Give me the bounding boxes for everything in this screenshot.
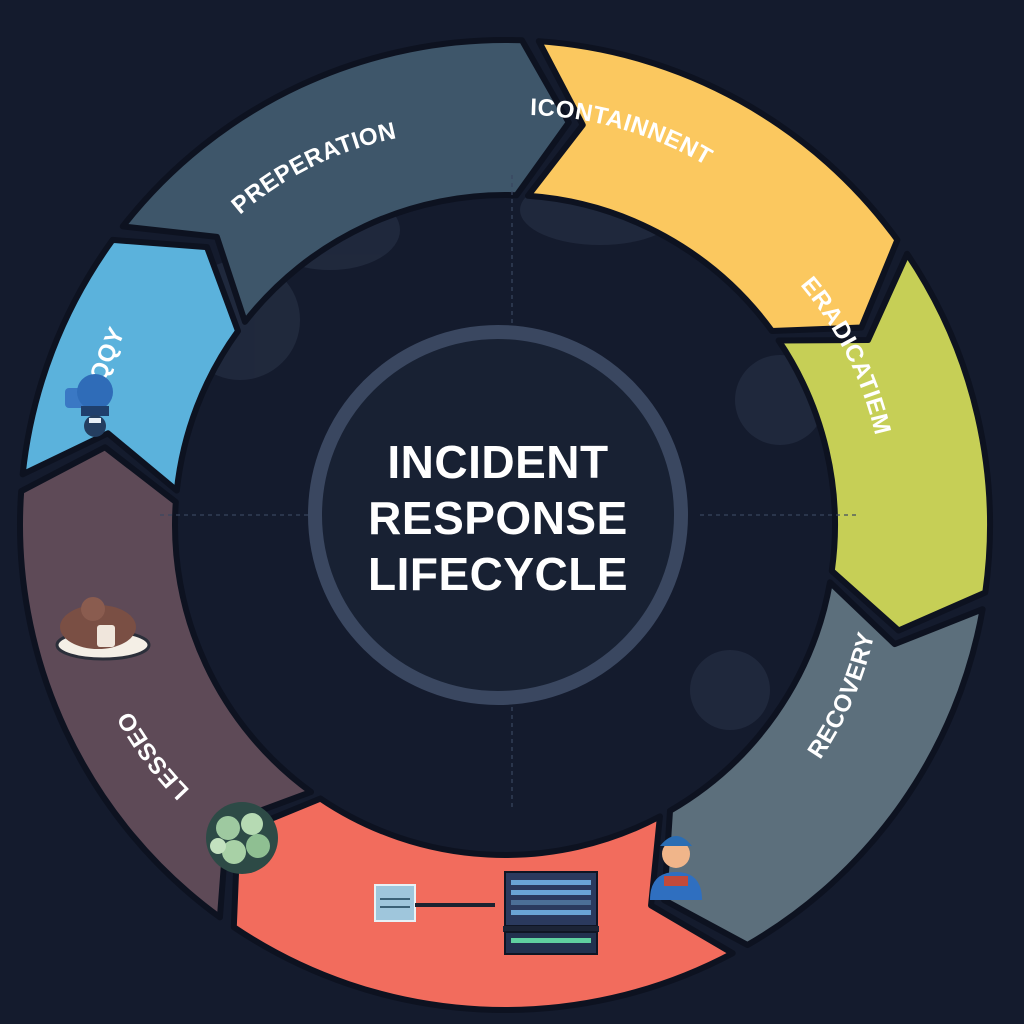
crosshair-lines bbox=[160, 175, 860, 810]
segment-containment bbox=[525, 38, 901, 335]
cloud-shield-icon bbox=[55, 597, 151, 661]
virus-icon bbox=[206, 802, 278, 874]
title-line-1: INCIDENT bbox=[387, 436, 608, 488]
lifecycle-ring bbox=[17, 37, 993, 1013]
user-hardhat-icon bbox=[65, 374, 113, 437]
document-icon bbox=[374, 884, 495, 922]
segment-recovery bbox=[661, 579, 986, 949]
center-title: INCIDENT RESPONSE LIFECYCLE bbox=[368, 436, 628, 600]
title-line-2: RESPONSE bbox=[368, 492, 628, 544]
segment-detection bbox=[19, 236, 242, 494]
server-rack-icon bbox=[503, 871, 599, 955]
segment-eradication bbox=[775, 250, 993, 634]
segment-lessons bbox=[17, 444, 315, 921]
center-ring bbox=[308, 325, 688, 705]
technician-icon bbox=[650, 836, 702, 900]
title-line-3: LIFECYCLE bbox=[368, 548, 628, 600]
segment-preparation bbox=[119, 37, 572, 325]
